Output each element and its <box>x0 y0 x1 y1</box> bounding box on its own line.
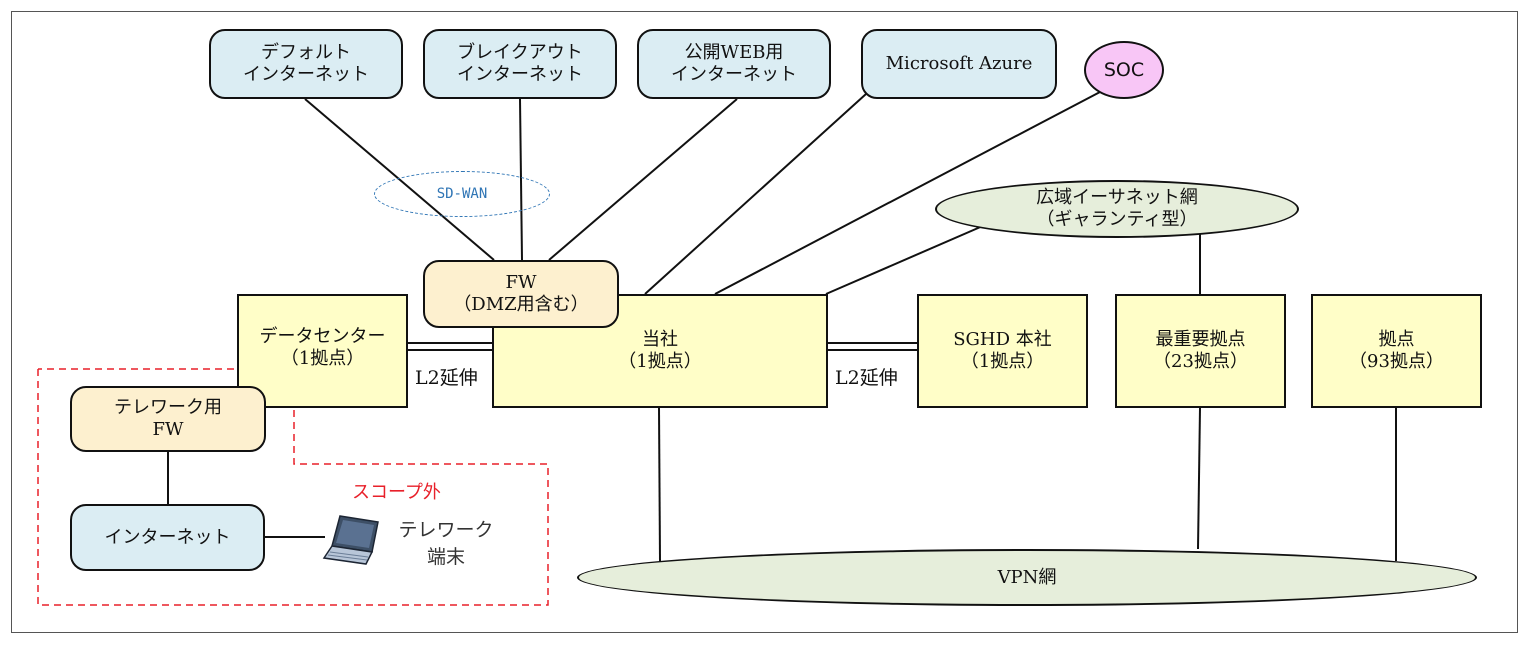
breakout-internet-node: ブレイクアウト インターネット <box>423 29 617 99</box>
wide-ethernet-network: 広域イーサネット網 （ギャランティ型） <box>935 180 1299 238</box>
sdwan-label: SD-WAN <box>436 186 488 202</box>
site-head-office: 当社 （1拠点） <box>492 294 828 408</box>
sdwan-ellipse: SD-WAN <box>374 171 550 217</box>
fw-dmz-node: FW （DMZ用含む） <box>423 260 619 328</box>
link-soc-office <box>714 91 1101 295</box>
telework-fw-node: テレワーク用 FW <box>70 386 266 452</box>
site-datacenter: データセンター （1拠点） <box>237 294 408 408</box>
link-office-vpn <box>658 407 661 562</box>
diagram-frame <box>11 11 1518 633</box>
site-critical: 最重要拠点 （23拠点） <box>1115 294 1286 408</box>
link-publicweb-fw <box>548 98 738 261</box>
internet-node: インターネット <box>70 504 265 571</box>
site-sghd: SGHD 本社 （1拠点） <box>917 294 1088 408</box>
vpn-network: VPN網 <box>577 549 1477 606</box>
default-internet-node: デフォルト インターネット <box>209 29 403 99</box>
soc-node: SOC <box>1084 41 1164 99</box>
out-of-scope-label: スコープ外 <box>352 482 441 503</box>
link-wan-office <box>825 224 986 295</box>
link-critical-vpn <box>1197 407 1201 550</box>
link-azure-office <box>644 93 867 295</box>
public-web-internet-node: 公開WEB用 インターネット <box>637 29 831 99</box>
azure-node: Microsoft Azure <box>861 29 1057 99</box>
telework-terminal-label: テレワーク 端末 <box>398 519 494 568</box>
l2-extension-left-label: L2延伸 <box>415 367 478 389</box>
laptop-icon <box>322 515 379 565</box>
site-branch: 拠点 （93拠点） <box>1311 294 1482 408</box>
l2-extension-right-label: L2延伸 <box>835 367 898 389</box>
